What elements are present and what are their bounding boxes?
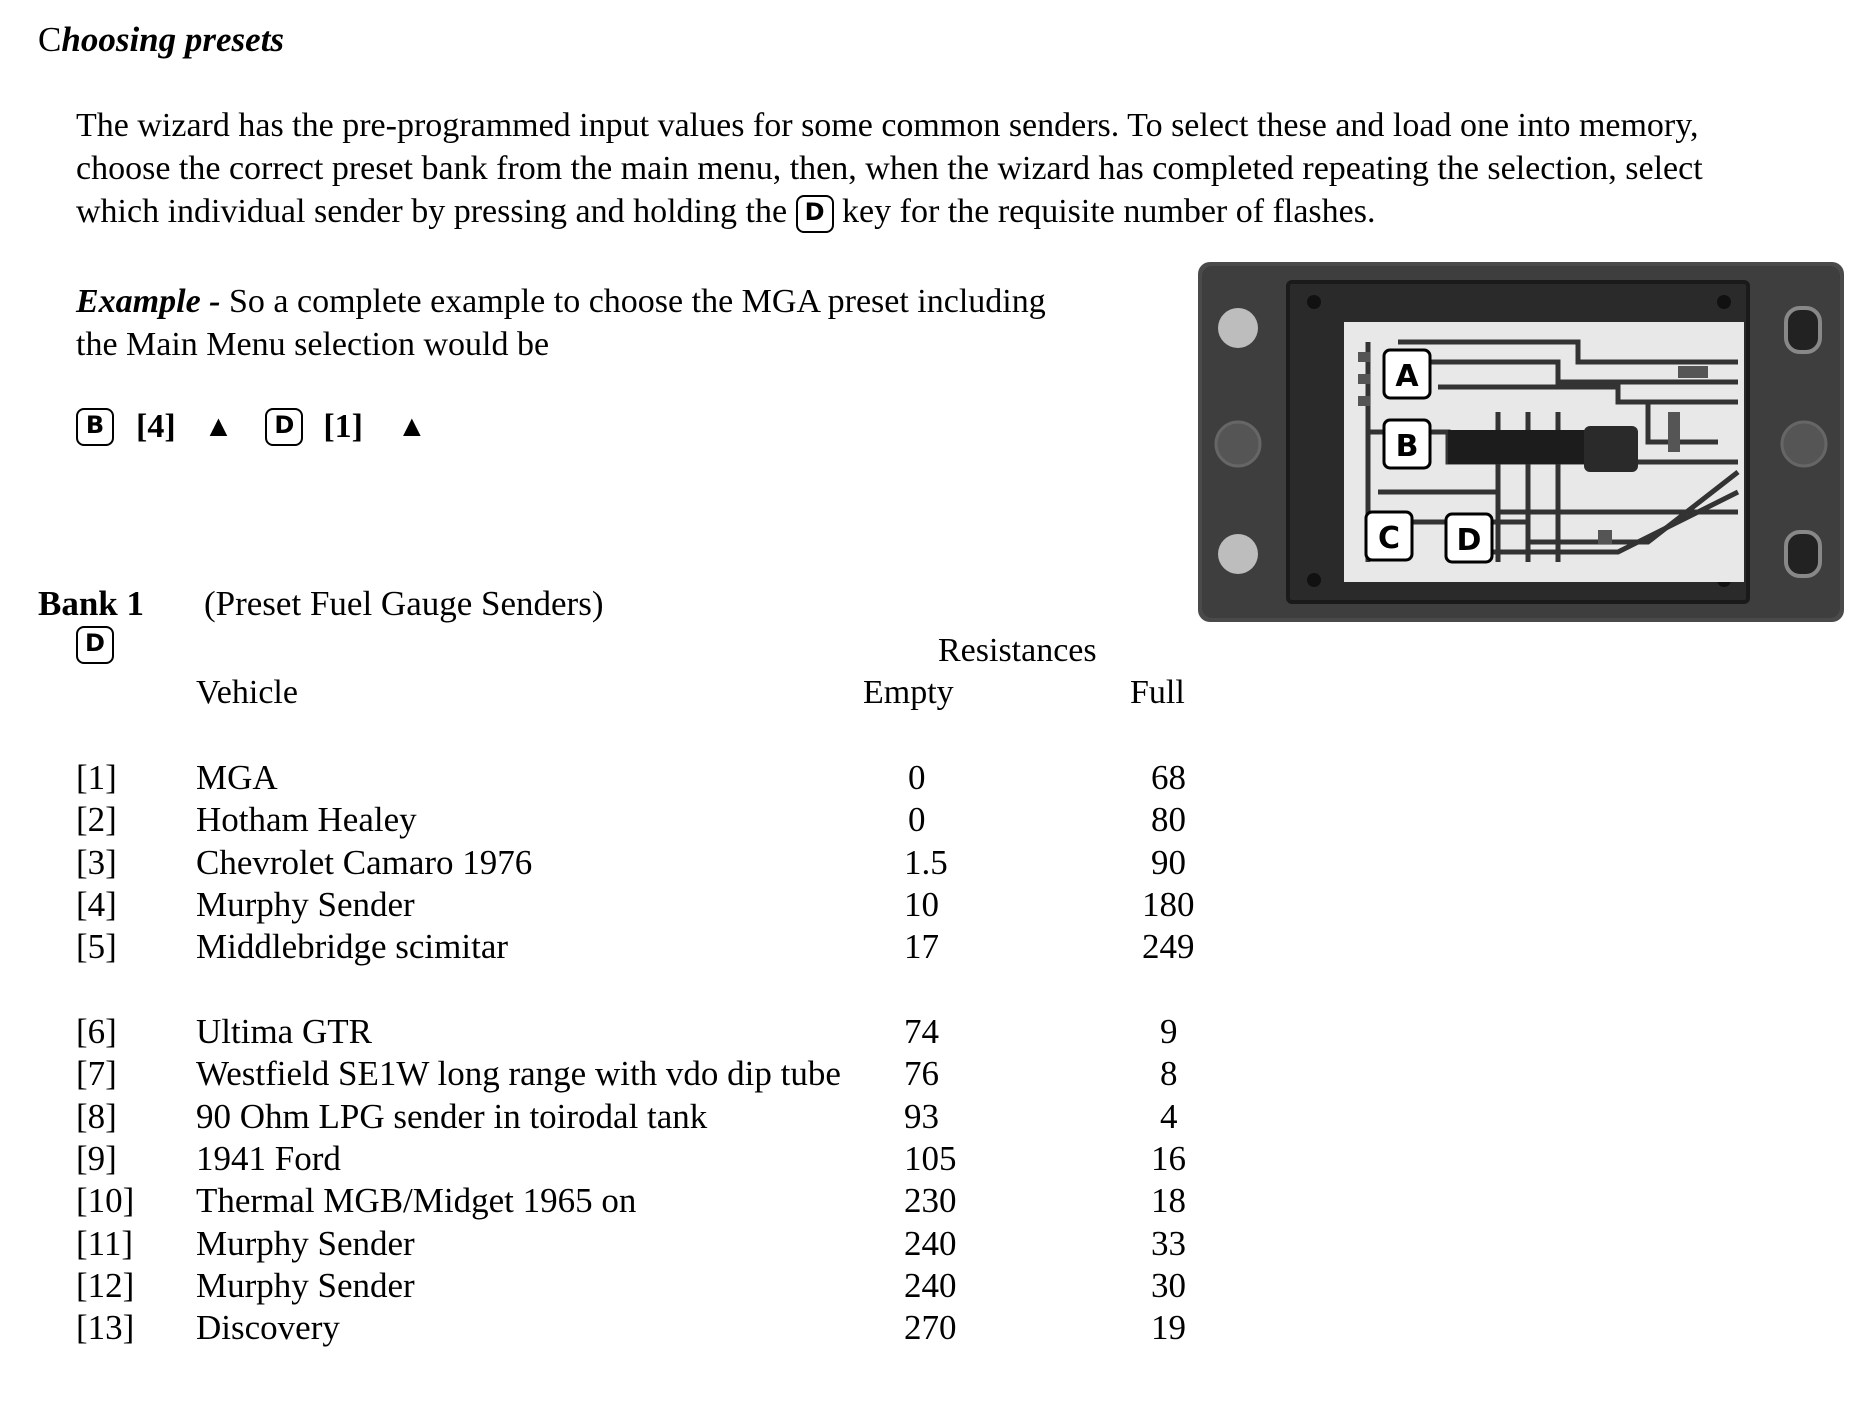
key-sequence: B [4] ▲ D [1] ▲ <box>76 408 427 446</box>
title-first-letter: C <box>38 20 62 59</box>
table-cell-num: [5] <box>76 927 117 967</box>
table-cell-empty: 270 <box>904 1308 957 1348</box>
table-cell-vehicle: Chevrolet Camaro 1976 <box>196 842 533 882</box>
table-cell-num: [8] <box>76 1096 117 1136</box>
table-cell-num: [13] <box>76 1308 135 1348</box>
example-label: Example - <box>76 283 221 320</box>
table-cell-vehicle: Middlebridge scimitar <box>196 927 509 967</box>
table-cell-vehicle: Thermal MGB/Midget 1965 on <box>196 1181 637 1221</box>
table-cell-empty: 0 <box>908 758 926 797</box>
circuit-board-photo: A B C D <box>1198 262 1844 622</box>
table-cell-full: 80 <box>1151 800 1186 840</box>
table-cell-vehicle: Murphy Sender <box>196 1223 415 1263</box>
table-cell-num: [12] <box>76 1265 135 1305</box>
d-key-icon: D <box>265 408 304 446</box>
label-b: B <box>1396 429 1419 464</box>
table-cell-full: 90 <box>1151 842 1186 882</box>
label-a: A <box>1395 359 1419 394</box>
table-cell-empty: 240 <box>904 1223 957 1263</box>
table-cell-empty: 74 <box>904 1012 939 1051</box>
resistances-header: Resistances <box>938 632 1097 669</box>
intro-paragraph: The wizard has the pre-programmed input … <box>76 104 1776 234</box>
table-cell-full: 18 <box>1151 1181 1186 1221</box>
d-key-icon: D <box>795 195 834 234</box>
table-cell-num: [11] <box>76 1223 134 1263</box>
table-cell-num: [1] <box>76 758 117 797</box>
table-cell-vehicle: Ultima GTR <box>196 1012 372 1051</box>
table-cell-empty: 105 <box>904 1138 957 1178</box>
intro-text-2: key for the requisite number of flashes. <box>833 193 1376 230</box>
table-cell-num: [7] <box>76 1054 117 1094</box>
table-cell-full: 16 <box>1151 1138 1186 1178</box>
full-header: Full <box>1130 674 1185 711</box>
table-cell-empty: 76 <box>904 1054 939 1094</box>
table-cell-vehicle: Murphy Sender <box>196 884 415 924</box>
table-cell-num: [10] <box>76 1181 135 1221</box>
table-cell-empty: 230 <box>904 1181 957 1221</box>
sequence-value-2: [1] <box>323 408 364 445</box>
label-d: D <box>1457 523 1482 558</box>
vehicle-header: Vehicle <box>196 674 298 711</box>
table-cell-empty: 93 <box>904 1096 939 1136</box>
table-cell-full: 8 <box>1160 1054 1178 1094</box>
page-title: Choosing presets <box>38 20 284 60</box>
label-c: C <box>1378 521 1400 556</box>
table-cell-full: 30 <box>1151 1265 1186 1305</box>
table-cell-full: 19 <box>1151 1308 1186 1348</box>
table-cell-full: 180 <box>1142 884 1195 924</box>
table-cell-num: [3] <box>76 842 117 882</box>
example-text: So a complete example to choose the MGA … <box>76 283 1046 363</box>
table-cell-empty: 1.5 <box>904 842 948 882</box>
table-cell-vehicle: 1941 Ford <box>196 1138 341 1178</box>
table-cell-empty: 0 <box>908 800 926 840</box>
table-cell-vehicle: Murphy Sender <box>196 1265 415 1305</box>
table-cell-num: [2] <box>76 800 117 840</box>
table-cell-vehicle: MGA <box>196 758 278 797</box>
flash-arrow-icon: ▲ <box>203 410 234 443</box>
table-cell-full: 68 <box>1151 758 1186 797</box>
bank-description: (Preset Fuel Gauge Senders) <box>204 584 604 623</box>
table-cell-full: 4 <box>1160 1096 1178 1136</box>
title-rest: hoosing presets <box>61 20 285 59</box>
table-cell-num: [4] <box>76 884 117 924</box>
flash-arrow-icon: ▲ <box>397 410 427 443</box>
table-cell-num: [6] <box>76 1012 117 1051</box>
table-cell-empty: 240 <box>904 1265 957 1305</box>
bank-title: Bank 1 <box>38 584 145 623</box>
table-cell-num: [9] <box>76 1138 117 1178</box>
table-cell-vehicle: 90 Ohm LPG sender in toirodal tank <box>196 1096 708 1136</box>
example-paragraph: Example - So a complete example to choos… <box>76 280 1076 366</box>
sequence-value-1: [4] <box>136 408 176 445</box>
table-cell-vehicle: Hotham Healey <box>196 800 417 840</box>
table-cell-vehicle: Westfield SE1W long range with vdo dip t… <box>196 1054 841 1094</box>
table-cell-empty: 10 <box>904 884 939 924</box>
table-cell-full: 9 <box>1160 1012 1178 1051</box>
table-cell-empty: 17 <box>904 927 939 967</box>
table-cell-full: 249 <box>1142 927 1195 967</box>
bank-key: D <box>76 626 114 664</box>
d-key-icon: D <box>76 626 114 664</box>
table-cell-vehicle: Discovery <box>196 1308 340 1348</box>
b-key-icon: B <box>76 408 114 446</box>
empty-header: Empty <box>863 674 954 711</box>
intro-text-1: The wizard has the pre-programmed input … <box>76 107 1703 230</box>
table-cell-full: 33 <box>1151 1223 1186 1263</box>
